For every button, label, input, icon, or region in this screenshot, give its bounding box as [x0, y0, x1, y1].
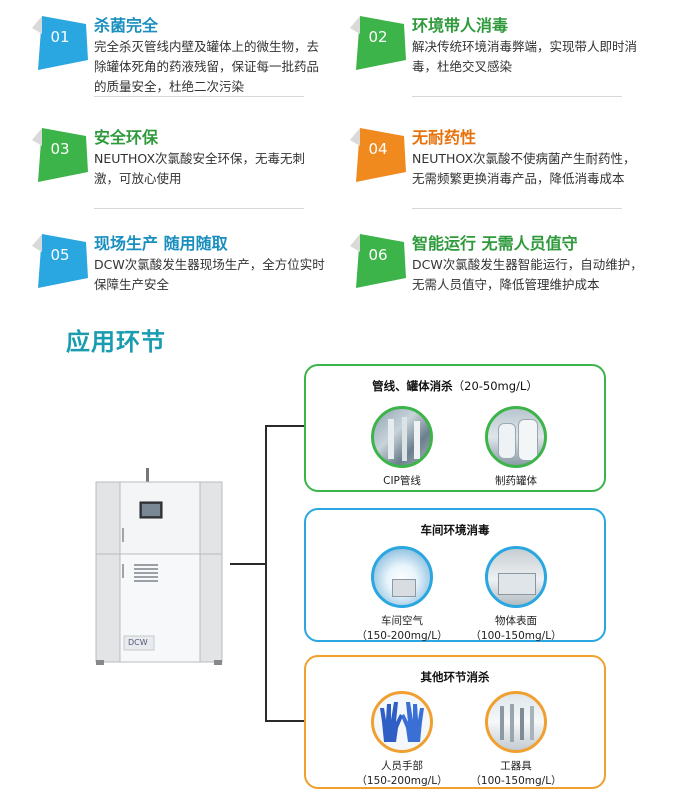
machine-brand-label: DCW — [128, 638, 148, 647]
item-label: CIP管线 — [383, 475, 421, 487]
item-label: 车间空气 （150-200mg/L） — [352, 614, 452, 644]
feature-desc: NEUTHOX次氯酸安全环保，无毒无刺激，可放心使用 — [94, 151, 306, 186]
badge-04: 04 — [346, 122, 410, 182]
generator-machine-image: DCW — [94, 468, 226, 665]
divider — [94, 96, 304, 97]
divider — [94, 208, 304, 209]
tools-image — [485, 691, 547, 753]
panel-title-main: 车间环境消毒 — [420, 523, 490, 537]
item-name: 车间空气 — [381, 615, 423, 627]
connector-branch-3 — [265, 720, 305, 722]
item-label: 制药罐体 — [495, 475, 537, 487]
divider — [412, 208, 622, 209]
badge-number: 04 — [368, 140, 388, 158]
panel-other: 其他环节消杀 人员手部 （150-200mg/L） 工器具 （100-150mg/L… — [304, 655, 606, 789]
feature-desc: DCW次氯酸发生器现场生产，全方位实时保障生产安全 — [94, 257, 325, 292]
item-range: （100-150mg/L） — [470, 775, 562, 787]
feature-desc: 解决传统环境消毒弊端，实现带人即时消毒，杜绝交叉感染 — [412, 39, 638, 74]
badge-06: 06 — [346, 228, 410, 288]
panel-title-main: 其他环节消杀 — [420, 670, 490, 684]
feature-title: 现场生产 随用随取 — [94, 234, 228, 253]
panel-pipeline-tank: 管线、罐体消杀（20-50mg/L） CIP管线 制药罐体 — [304, 364, 606, 492]
panel-title-sub: （20-50mg/L） — [452, 379, 538, 393]
badge-05: 05 — [28, 228, 92, 288]
feature-06: 06 智能运行 无需人员值守 DCW次氯酸发生器智能运行，自动维护，无需人员值守… — [346, 228, 646, 318]
item-workshop-air: 车间空气 （150-200mg/L） — [352, 546, 452, 644]
connector-vertical — [265, 425, 267, 721]
feature-05: 05 现场生产 随用随取 DCW次氯酸发生器现场生产，全方位实时保障生产安全 — [28, 228, 328, 318]
connector-branch-1 — [265, 425, 305, 427]
item-tools: 工器具 （100-150mg/L） — [466, 691, 566, 789]
feature-title: 环境带人消毒 — [412, 16, 509, 35]
section-title: 应用环节 — [66, 328, 166, 356]
item-cip-pipeline: CIP管线 — [352, 406, 452, 489]
feature-title: 杀菌完全 — [94, 16, 159, 35]
item-pharma-tank: 制药罐体 — [466, 406, 566, 489]
feature-title: 安全环保 — [94, 128, 159, 147]
badge-number: 06 — [368, 246, 388, 264]
item-hands: 人员手部 （150-200mg/L） — [352, 691, 452, 789]
pharma-tank-image — [485, 406, 547, 468]
item-label: 人员手部 （150-200mg/L） — [352, 759, 452, 789]
feature-desc: DCW次氯酸发生器智能运行，自动维护，无需人员值守，降低管理维护成本 — [412, 257, 643, 292]
panel-workshop: 车间环境消毒 车间空气 （150-200mg/L） 物体表面 （100-150mg/… — [304, 508, 606, 642]
cip-pipeline-image — [371, 406, 433, 468]
item-label: 物体表面 （100-150mg/L） — [466, 614, 566, 644]
item-label: 工器具 （100-150mg/L） — [466, 759, 566, 789]
divider — [412, 96, 622, 97]
badge-number: 05 — [50, 246, 70, 264]
feature-desc: 完全杀灭管线内壁及罐体上的微生物，去除罐体死角的药液残留，保证每一批药品的质量安… — [94, 39, 320, 94]
item-range: （150-200mg/L） — [356, 775, 448, 787]
item-name: 物体表面 — [495, 615, 537, 627]
feature-01: 01 杀菌完全 完全杀灭管线内壁及罐体上的微生物，去除罐体死角的药液残留，保证每… — [28, 10, 328, 100]
panel-title-main: 管线、罐体消杀 — [372, 379, 453, 393]
badge-02: 02 — [346, 10, 410, 70]
feature-desc: NEUTHOX次氯酸不使病菌产生耐药性，无需频繁更换消毒产品，降低消毒成本 — [412, 151, 636, 186]
gloves-image — [371, 691, 433, 753]
badge-number: 01 — [50, 28, 70, 46]
badge-number: 02 — [368, 28, 388, 46]
item-name: 工器具 — [500, 760, 532, 772]
item-range: （150-200mg/L） — [356, 630, 448, 642]
badge-number: 03 — [50, 140, 70, 158]
panel-title: 管线、罐体消杀（20-50mg/L） — [306, 378, 604, 394]
workshop-air-image — [371, 546, 433, 608]
feature-title: 智能运行 无需人员值守 — [412, 234, 578, 253]
connector-main — [230, 563, 266, 565]
feature-03: 03 安全环保 NEUTHOX次氯酸安全环保，无毒无刺激，可放心使用 — [28, 122, 328, 212]
feature-04: 04 无耐药性 NEUTHOX次氯酸不使病菌产生耐药性，无需频繁更换消毒产品，降… — [346, 122, 646, 212]
badge-03: 03 — [28, 122, 92, 182]
badge-01: 01 — [28, 10, 92, 70]
feature-02: 02 环境带人消毒 解决传统环境消毒弊端，实现带人即时消毒，杜绝交叉感染 — [346, 10, 646, 100]
item-range: （100-150mg/L） — [470, 630, 562, 642]
feature-title: 无耐药性 — [412, 128, 477, 147]
panel-title: 车间环境消毒 — [306, 522, 604, 538]
panel-title: 其他环节消杀 — [306, 669, 604, 685]
item-name: 人员手部 — [381, 760, 423, 772]
item-object-surface: 物体表面 （100-150mg/L） — [466, 546, 566, 644]
object-surface-image — [485, 546, 547, 608]
